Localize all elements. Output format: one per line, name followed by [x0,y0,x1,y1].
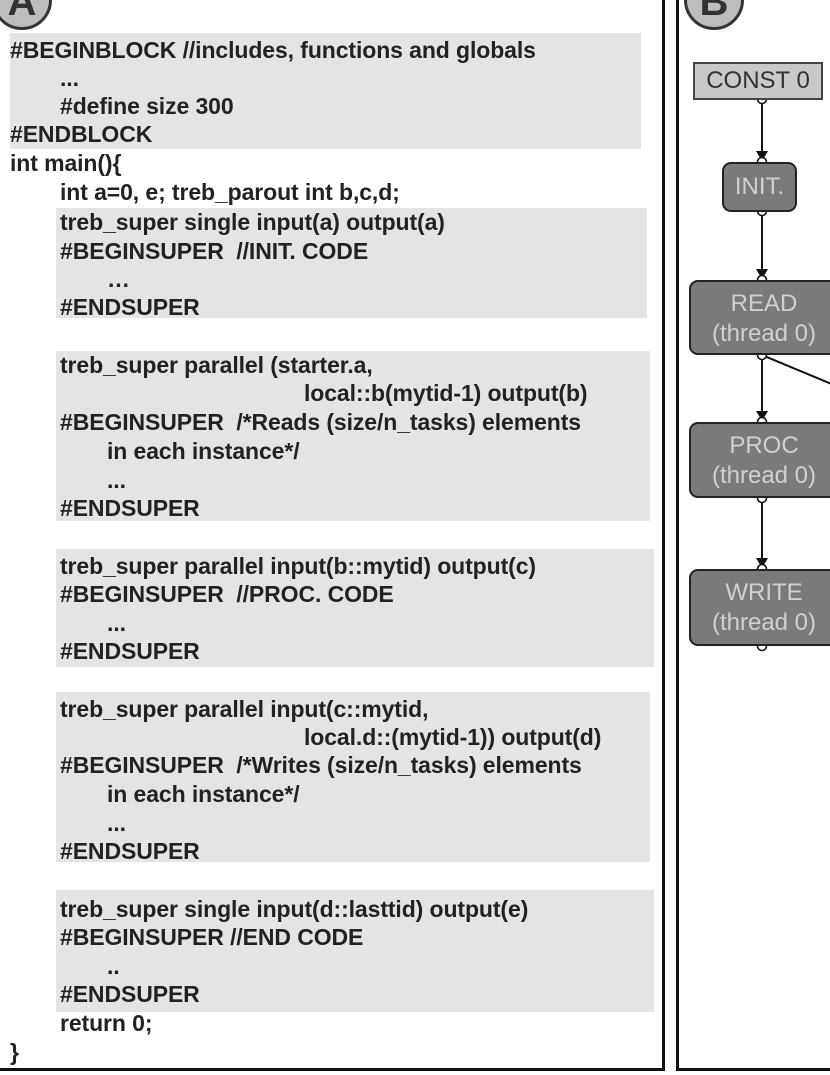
node-write-thread: (thread 0) [711,609,817,636]
node-proc-label: PROC [729,432,799,459]
code-line: #define size 300 [60,93,234,119]
code-line: ... [107,810,126,836]
node-proc: PROC (thread 0) [689,422,830,498]
code-line: treb_super parallel input(b::mytid) outp… [60,553,536,579]
code-line: int main(){ [10,150,122,176]
code-line: in each instance*/ [107,781,300,807]
code-line: … [107,266,130,292]
code-line: #ENDSUPER [60,838,200,864]
code-line: in each instance*/ [107,438,300,464]
code-line: #BEGINBLOCK //includes, functions and gl… [10,37,536,63]
node-write-label: WRITE [725,579,803,606]
code-line: #BEGINSUPER /*Reads (size/n_tasks) eleme… [60,409,581,435]
code-line: #ENDSUPER [60,638,200,664]
code-line: #ENDBLOCK [10,121,153,147]
code-line: ... [107,610,126,636]
code-block-read [56,351,650,521]
code-block-write [56,692,650,862]
node-read: READ (thread 0) [689,280,830,355]
node-read-thread: (thread 0) [711,320,817,347]
node-const: CONST 0 [693,62,823,100]
code-line: } [10,1039,19,1065]
code-line: local::b(mytid-1) output(b) [304,380,588,406]
code-block-init [56,208,647,318]
code-line: treb_super parallel input(c::mytid, [60,696,429,722]
code-line: #ENDSUPER [60,981,200,1007]
code-line: .. [107,953,120,979]
code-block-end [56,890,654,1012]
node-init-label: INIT. [734,173,785,200]
code-line: #BEGINSUPER //PROC. CODE [60,581,394,607]
code-line: #BEGINSUPER /*Writes (size/n_tasks) elem… [60,752,582,778]
code-line: return 0; [60,1010,153,1036]
code-line: #BEGINSUPER //INIT. CODE [60,238,369,264]
code-block-globals [10,33,641,149]
code-line: local.d::(mytid-1)) output(d) [304,724,602,750]
edge-read-offscreen [761,354,830,385]
node-read-label: READ [730,290,798,317]
code-line: treb_super single input(d::lasttid) outp… [60,896,529,922]
code-line: treb_super single input(a) output(a) [60,209,445,235]
code-line: int a=0, e; treb_parout int b,c,d; [60,179,400,205]
code-line: ... [107,467,126,493]
code-line: #ENDSUPER [60,294,200,320]
code-block-proc [56,549,654,667]
node-const-label: CONST 0 [706,67,810,94]
code-line: #BEGINSUPER //END CODE [60,924,364,950]
code-line: ... [60,65,79,91]
code-line: #ENDSUPER [60,495,200,521]
node-write: WRITE (thread 0) [689,569,830,646]
code-line: treb_super parallel (starter.a, [60,352,373,378]
node-proc-thread: (thread 0) [711,462,817,489]
node-init: INIT. [722,162,797,212]
